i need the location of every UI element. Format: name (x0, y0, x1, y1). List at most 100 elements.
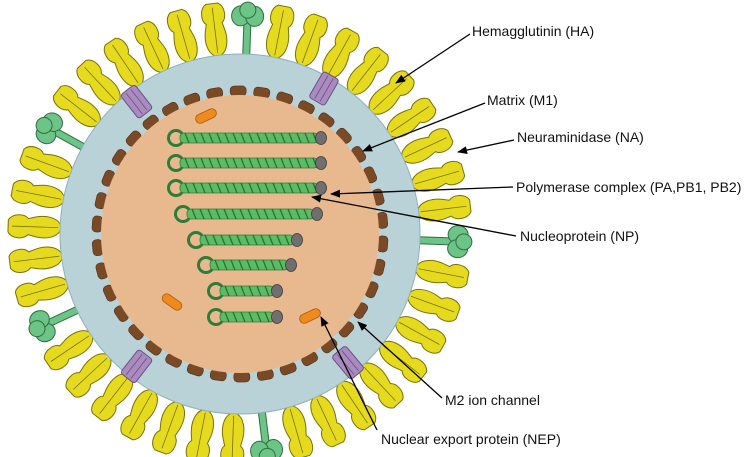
helix-turn (256, 285, 262, 297)
ha-groove (50, 335, 90, 362)
m2-divider (130, 89, 148, 111)
neuraminidase-spike (250, 378, 284, 457)
helix-turn (271, 208, 277, 220)
polymerase-complex (311, 207, 323, 221)
nep-protein (161, 293, 183, 311)
label-nucleoprotein: Nucleoprotein (NP) (520, 228, 639, 244)
helix-turn (246, 259, 252, 271)
polymerase-complex (271, 284, 283, 298)
helix-turn (224, 285, 230, 297)
helix-turn (272, 157, 278, 169)
helix-turn (248, 132, 254, 144)
helix-turn (264, 311, 270, 323)
ha-body (220, 383, 245, 457)
ha-groove (418, 268, 464, 278)
ha-groove (196, 412, 206, 457)
ha-groove (176, 14, 191, 60)
m2-tetramer (309, 71, 339, 106)
ha-groove (20, 283, 66, 298)
helix-turn (248, 157, 254, 169)
arrow-nuclear-export-protein (320, 316, 378, 431)
helix-turn (224, 132, 230, 144)
rnp-segment (187, 231, 303, 249)
helix-turn (240, 285, 246, 297)
label-m2-ion-channel: M2 ion channel (445, 392, 540, 408)
polymerase-complex (285, 258, 297, 272)
ha-groove (211, 7, 219, 54)
ha-groove (274, 10, 284, 56)
ha-groove (420, 205, 467, 213)
helix-turn (270, 259, 276, 271)
helix-turn (199, 208, 205, 220)
helix-turn (228, 234, 234, 246)
helix-turn (256, 157, 262, 169)
helix-turn (232, 157, 238, 169)
ha-groove (231, 415, 235, 457)
helix-turn (236, 234, 242, 246)
ha-groove (327, 34, 351, 76)
ha-groove (404, 137, 447, 158)
polymerase-complex (315, 156, 327, 170)
polymerase-complex (291, 233, 303, 247)
helix-turn (287, 208, 293, 220)
helix-turn (296, 132, 302, 144)
helix-turn (232, 311, 238, 323)
arrow-hemagglutinin (395, 33, 471, 84)
ha-groove (372, 78, 408, 111)
ha-groove (99, 377, 129, 414)
helix-turn (263, 208, 269, 220)
arrow-polymerase-complex (330, 186, 514, 198)
ha-groove (143, 27, 164, 70)
helix-turn (276, 234, 282, 246)
helix-turn (222, 259, 228, 271)
neuraminidase-spike (35, 112, 114, 166)
helix-turn (224, 311, 230, 323)
helix-turn (304, 182, 310, 194)
helix-turn (212, 234, 218, 246)
ha-groove (341, 384, 368, 424)
helix-turn (255, 208, 261, 220)
ha-groove (60, 93, 97, 123)
label-hemagglutinin: Hemagglutinin (HA) (472, 23, 594, 39)
nuclear-export-proteins (161, 108, 321, 324)
ha-groove (316, 398, 337, 441)
helix-turn (254, 259, 260, 271)
ha-groove (72, 357, 108, 390)
helix-turn (280, 132, 286, 144)
helix-turn (252, 234, 258, 246)
helix-turn (216, 157, 222, 169)
helix-turn (264, 132, 270, 144)
helix-turn (223, 208, 229, 220)
helix-turn (216, 132, 222, 144)
helix-turn (288, 132, 294, 144)
helix-turn (264, 285, 270, 297)
helix-turn (200, 182, 206, 194)
helix-turn (296, 157, 302, 169)
ha-groove (301, 19, 319, 64)
ha-groove (363, 366, 396, 402)
m2-ion-channel (120, 349, 153, 384)
helix-turn (279, 208, 285, 220)
helix-turn (204, 234, 210, 246)
helix-turn (272, 132, 278, 144)
m2-divider (314, 75, 329, 99)
ha-groove (390, 106, 430, 133)
helix-turn (295, 208, 301, 220)
helix-turn (239, 208, 245, 220)
helix-turn (264, 157, 270, 169)
ha-groove (161, 404, 179, 449)
helix-turn (231, 208, 237, 220)
hemagglutinin-spike (220, 383, 245, 457)
helix-turn (215, 208, 221, 220)
helix-turn (260, 234, 266, 246)
helix-turn (303, 208, 309, 220)
hemagglutinin-spike (7, 214, 91, 239)
rnp-segment (167, 154, 327, 172)
helix-turn (278, 259, 284, 271)
arrow-nucleoprotein (311, 194, 517, 237)
helix-turn (280, 157, 286, 169)
helix-turn (262, 259, 268, 271)
helix-turn (264, 182, 270, 194)
m2-tetramer (120, 349, 153, 384)
m2-ion-channel (309, 71, 339, 106)
